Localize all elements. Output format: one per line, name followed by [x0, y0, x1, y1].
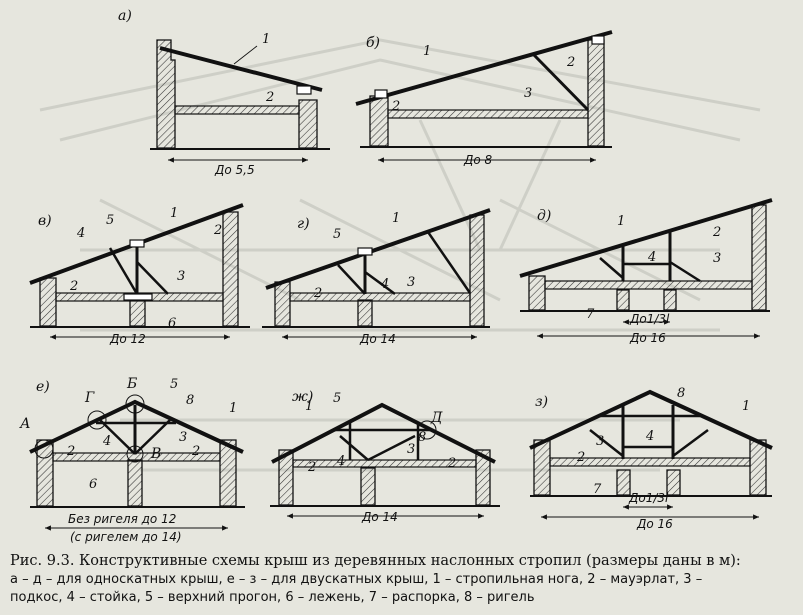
svg-text:3: 3	[407, 275, 415, 290]
rafter	[355, 30, 613, 106]
svg-text:7: 7	[593, 482, 602, 497]
scheme-b-letter: б)	[366, 35, 380, 51]
wall-right	[298, 99, 318, 149]
wall-right	[587, 39, 605, 147]
svg-text:г): г)	[297, 216, 310, 232]
scheme-d: д) До1/3l До 16 1 2 3 4 7	[519, 198, 773, 345]
svg-text:8: 8	[677, 386, 685, 401]
svg-text:3: 3	[177, 269, 185, 284]
svg-text:1: 1	[262, 32, 270, 47]
span-label: До 5,5	[214, 163, 255, 177]
svg-text:2: 2	[712, 225, 721, 240]
svg-text:(с ригелем до 14): (с ригелем до 14)	[70, 530, 182, 544]
svg-text:Д: Д	[430, 410, 443, 426]
svg-text:6: 6	[168, 316, 176, 331]
svg-text:5: 5	[333, 391, 341, 406]
caption-legend-line-2: подкос, 4 – стойка, 5 – верхний прогон, …	[10, 590, 535, 605]
svg-text:А: А	[19, 416, 31, 432]
svg-text:е): е)	[36, 379, 50, 395]
svg-text:Б: Б	[126, 376, 137, 392]
svg-text:В: В	[150, 446, 161, 462]
svg-text:4: 4	[645, 429, 654, 444]
svg-text:3: 3	[524, 86, 532, 101]
svg-text:Г: Г	[84, 390, 95, 406]
scheme-zh: ж) До 14 Д 1 2 2 3 4 5 8	[270, 389, 500, 524]
svg-text:2: 2	[69, 279, 78, 294]
svg-text:5: 5	[170, 377, 178, 392]
svg-text:Без ригеля до 12: Без ригеля до 12	[68, 512, 176, 526]
svg-text:з): з)	[535, 394, 548, 410]
caption-title: Рис. 9.3. Конструктивные схемы крыш из д…	[10, 553, 741, 569]
svg-text:3: 3	[596, 434, 604, 449]
svg-text:До 12: До 12	[109, 332, 146, 346]
scheme-v: в) До 12 1 2 2 3 4 5 6	[29, 203, 250, 346]
svg-text:5: 5	[106, 213, 114, 228]
svg-text:4: 4	[336, 454, 345, 469]
svg-text:8: 8	[186, 393, 194, 408]
scheme-e: е) Без ригеля до 12 (с ригелем до 14) А …	[19, 376, 245, 544]
svg-text:3: 3	[179, 430, 187, 445]
svg-text:4: 4	[380, 277, 389, 292]
svg-text:1: 1	[229, 401, 237, 416]
svg-text:2: 2	[66, 444, 75, 459]
svg-text:1: 1	[392, 211, 400, 226]
floor-slab	[174, 105, 300, 115]
svg-text:2: 2	[265, 90, 274, 105]
svg-text:До1/3l: До1/3l	[628, 491, 669, 505]
svg-text:2: 2	[307, 460, 316, 475]
wall-left	[156, 39, 176, 149]
svg-text:8: 8	[418, 430, 426, 445]
svg-text:1: 1	[305, 399, 313, 414]
scheme-a-letter: а)	[118, 8, 132, 24]
wall-left	[369, 95, 389, 147]
svg-text:2: 2	[566, 55, 575, 70]
wall-plate	[296, 85, 312, 95]
svg-text:До 14: До 14	[359, 332, 396, 346]
rafter	[159, 46, 323, 92]
svg-text:2: 2	[391, 99, 400, 114]
svg-text:2: 2	[191, 444, 200, 459]
svg-text:2: 2	[576, 450, 585, 465]
caption-legend-line-1: а – д – для односкатных крыш, е – з – дл…	[10, 572, 703, 587]
svg-text:ж): ж)	[292, 389, 313, 405]
svg-text:д): д)	[537, 208, 551, 224]
roof-schemes-figure: а) До 5,5 1 2 б) До 8 1 2 2 3 в)	[19, 8, 773, 544]
svg-text:3: 3	[407, 442, 415, 457]
scheme-a: а) До 5,5 1 2	[118, 8, 330, 177]
svg-text:4: 4	[647, 250, 656, 265]
svg-text:До 8: До 8	[463, 153, 493, 167]
svg-text:2: 2	[213, 223, 222, 238]
strut	[532, 53, 590, 112]
floor-slab	[387, 109, 589, 119]
scheme-g: г) До 14 1 2 3 4 5	[262, 208, 491, 346]
svg-text:2: 2	[313, 286, 322, 301]
svg-text:3: 3	[713, 251, 721, 266]
svg-text:1: 1	[617, 214, 625, 229]
svg-text:7: 7	[586, 307, 595, 322]
svg-text:До 16: До 16	[629, 331, 666, 345]
svg-text:4: 4	[102, 434, 111, 449]
svg-text:1: 1	[170, 206, 178, 221]
figure-caption: Рис. 9.3. Конструктивные схемы крыш из д…	[10, 551, 794, 607]
svg-text:4: 4	[76, 226, 85, 241]
svg-text:До 14: До 14	[361, 510, 398, 524]
svg-text:5: 5	[333, 227, 341, 242]
svg-text:До1/3l: До1/3l	[629, 312, 670, 326]
scheme-z: з) До1/3l До 16 1 2 3 4 7 8	[529, 386, 773, 531]
svg-text:2: 2	[447, 456, 456, 471]
scheme-b: б) До 8 1 2 2 3	[355, 30, 613, 167]
svg-text:1: 1	[423, 44, 431, 59]
svg-text:в): в)	[38, 213, 52, 229]
svg-text:1: 1	[742, 399, 750, 414]
svg-text:6: 6	[89, 477, 97, 492]
svg-text:До 16: До 16	[636, 517, 673, 531]
